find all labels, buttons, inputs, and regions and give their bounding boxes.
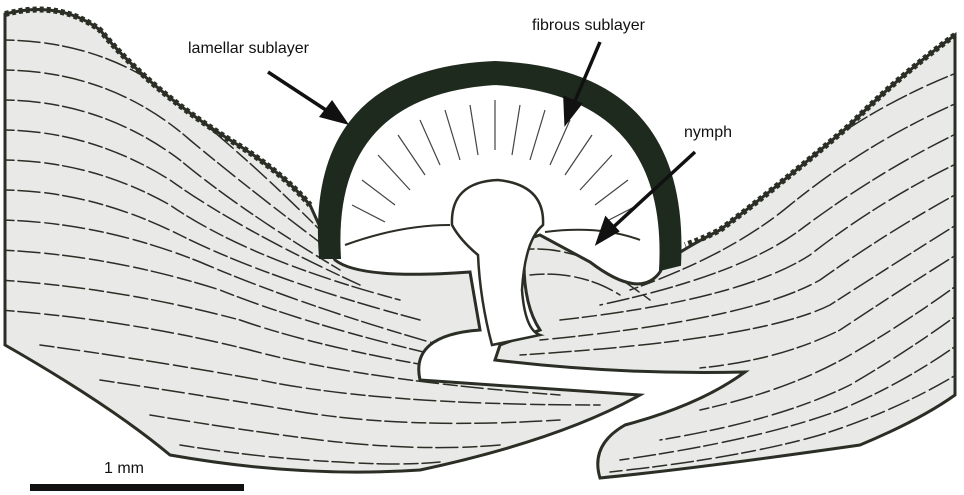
scale-bar-label: 1 mm (104, 460, 144, 478)
fibrous-sublayer-label: fibrous sublayer (532, 17, 645, 35)
scale-bar (30, 484, 244, 491)
lamellar-sublayer-label: lamellar sublayer (188, 40, 309, 58)
nymph-label: nymph (684, 124, 732, 142)
